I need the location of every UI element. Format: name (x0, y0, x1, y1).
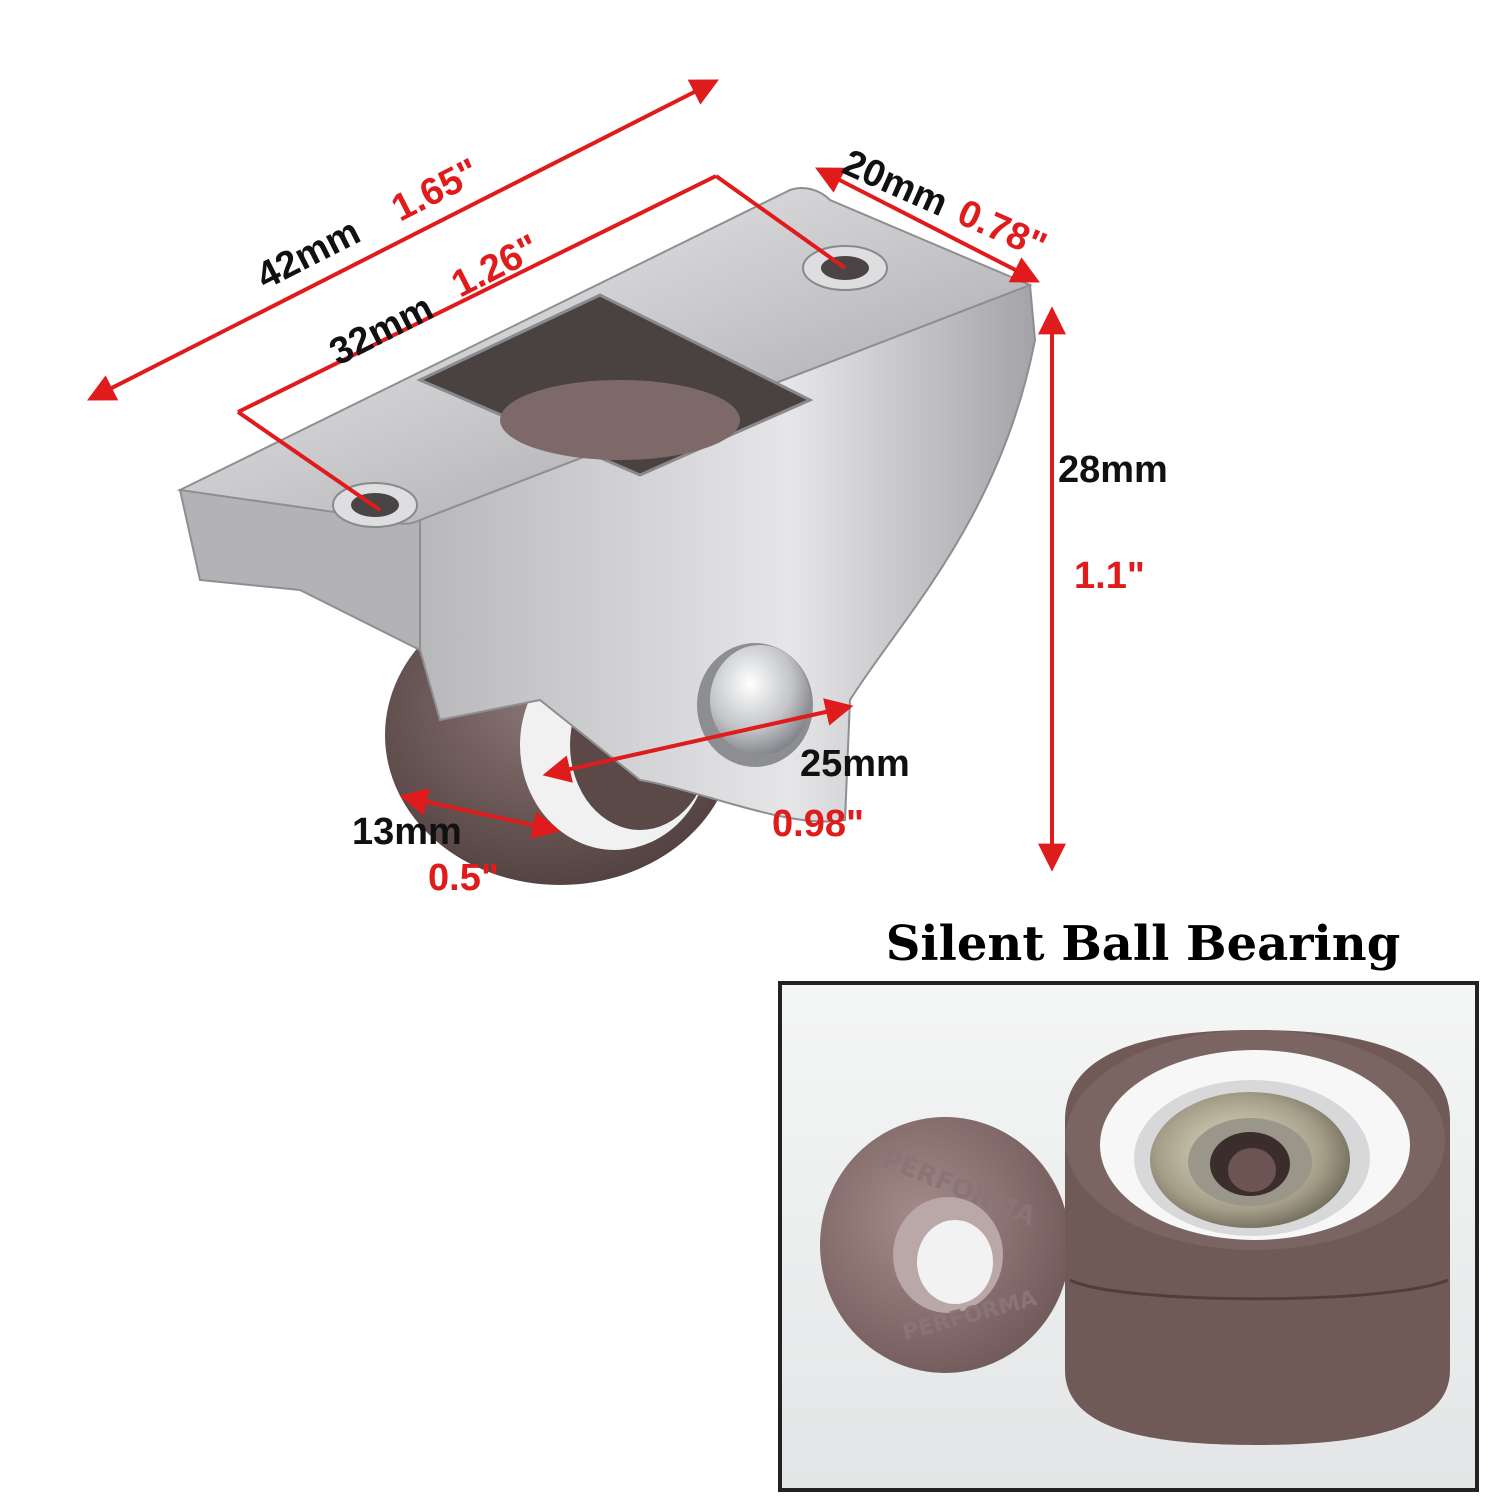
wheel-diameter-in-label: 0.98" (772, 803, 864, 845)
hole-spacing-extension-front (236, 410, 382, 512)
hole-spacing-dimension-line (237, 174, 717, 414)
hub-cap: PERFORMA PERFORMA (820, 1117, 1070, 1373)
length-dimension-line (87, 79, 719, 401)
wheel-width-mm-label: 13mm (352, 811, 462, 853)
wheel-width-in-label: 0.5" (428, 857, 499, 899)
height-mm-label: 28mm (1058, 449, 1168, 491)
dimension-lines (87, 79, 1066, 872)
bearing-inset-panel: PERFORMA PERFORMA (778, 981, 1479, 1492)
axle-bolt (697, 643, 813, 767)
width-dimension-line (815, 167, 1040, 283)
hole-spacing-mm-label: 32mm (323, 287, 440, 374)
bearing-wheel (1065, 1030, 1450, 1445)
inset-title: Silent Ball Bearing (886, 916, 1401, 972)
wheel-width-dimension-line (399, 788, 561, 839)
wheel-diameter-dimension-line (542, 698, 854, 783)
width-in-label: 0.78" (951, 192, 1052, 268)
length-in-label: 1.65" (385, 151, 486, 230)
bracket-side-plate (419, 283, 1037, 823)
height-in-label: 1.1" (1074, 555, 1145, 597)
length-mm-label: 42mm (250, 211, 367, 298)
wheel-diameter-mm-label: 25mm (800, 743, 910, 785)
hole-spacing-in-label: 1.26" (445, 227, 546, 306)
